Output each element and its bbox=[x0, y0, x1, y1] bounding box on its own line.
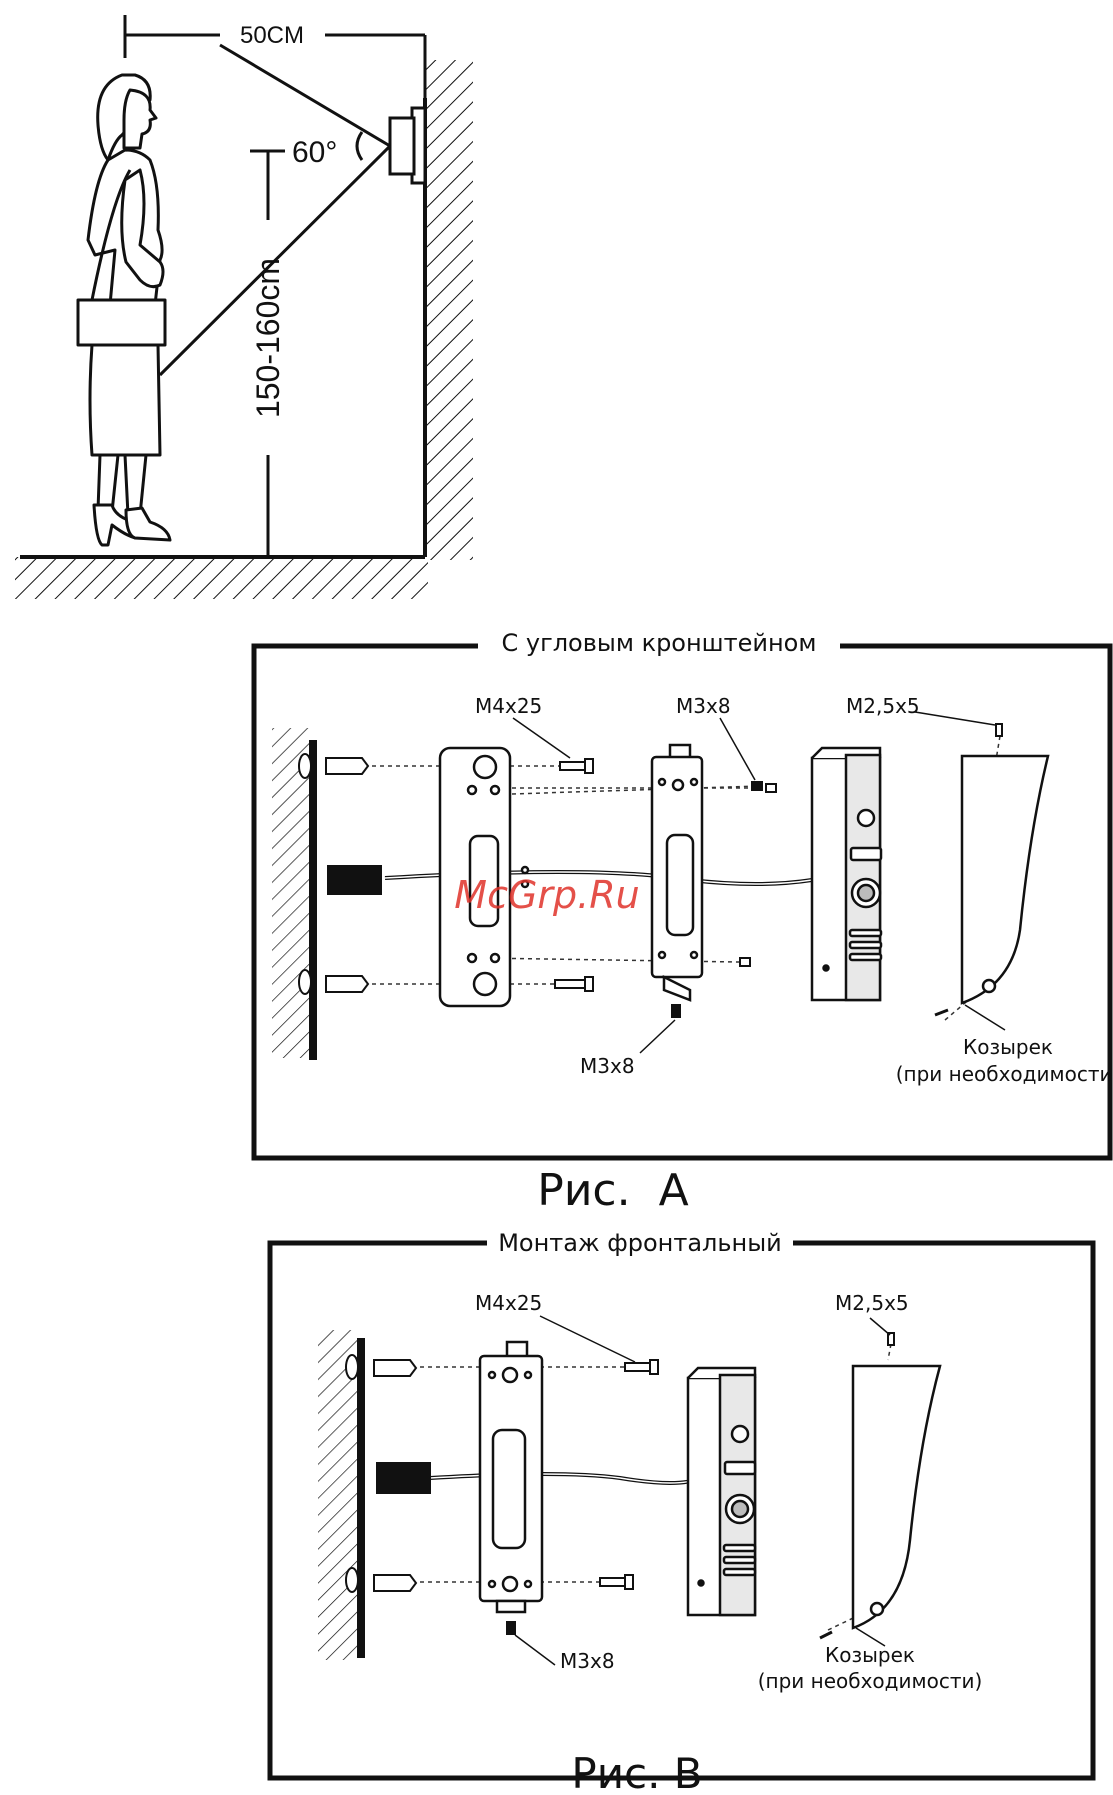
figure-b-frame bbox=[270, 1243, 1093, 1778]
figure-a-screws bbox=[555, 724, 1002, 1017]
figure-a-watermark: McGrp.Ru bbox=[454, 873, 639, 917]
figure-a-screw-top-label: M4x25 bbox=[475, 694, 542, 718]
figure-a-title: С угловым кронштейном bbox=[502, 629, 817, 657]
figure-b-screw-top-label: M4x25 bbox=[475, 1291, 542, 1315]
angle-label: 60° bbox=[292, 136, 337, 169]
figure-a-screw-visor-label: M2,5x5 bbox=[846, 694, 920, 718]
figure-b-title: Монтаж фронтальный bbox=[498, 1229, 782, 1257]
figure-a-visor bbox=[962, 756, 1048, 1003]
person-figure bbox=[78, 75, 170, 545]
install-height-diagram: 50CM 60° 150-160cm bbox=[15, 15, 473, 599]
distance-dimension: 50CM bbox=[125, 15, 425, 100]
figure-b-screw-bottom-label: M3x8 bbox=[560, 1649, 615, 1673]
figure-b-visor-label: Козырек bbox=[825, 1643, 915, 1667]
figure-a-mounting-plate bbox=[652, 745, 702, 1000]
figure-b-mounting-plate bbox=[480, 1342, 542, 1612]
figure-a-caption: Рис. A bbox=[537, 1165, 688, 1216]
height-label: 150-160cm bbox=[250, 258, 286, 418]
figure-a-screw-bracket-label: M3x8 bbox=[676, 694, 731, 718]
wall-hatch bbox=[425, 60, 473, 560]
door-panel-device bbox=[390, 108, 425, 183]
figure-a: С угловым кронштейном bbox=[254, 629, 1113, 1216]
figure-a-visor-label: Козырек bbox=[963, 1035, 1053, 1059]
height-dimension: 150-160cm bbox=[250, 151, 286, 557]
figure-b-visor-note: (при необходимости) bbox=[758, 1669, 983, 1693]
figure-a-screw-bottom-label: M3x8 bbox=[580, 1054, 635, 1078]
distance-label: 50CM bbox=[240, 22, 304, 49]
floor-hatch bbox=[15, 557, 428, 599]
figure-a-door-panel bbox=[812, 748, 881, 1000]
figure-a-visor-note: (при необходимости) bbox=[896, 1062, 1113, 1086]
figure-b-caption: Рис. B bbox=[571, 1749, 702, 1795]
figure-b-visor bbox=[853, 1366, 940, 1628]
figure-b: Монтаж фронтальный bbox=[270, 1229, 1093, 1795]
figure-b-door-panel bbox=[688, 1368, 755, 1615]
figure-b-screw-visor-label: M2,5x5 bbox=[835, 1291, 909, 1315]
